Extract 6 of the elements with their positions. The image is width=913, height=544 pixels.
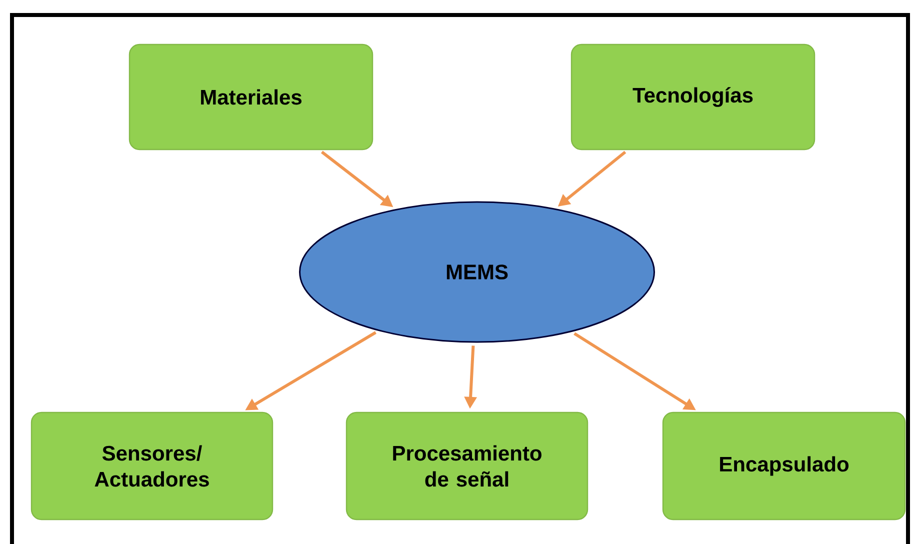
process-box: Procesamiento de señal (346, 412, 588, 520)
process-box: Materiales (128, 44, 374, 150)
process-box: Encapsulado (662, 412, 906, 520)
process-box: Sensores/ Actuadores (30, 412, 274, 520)
process-box: Tecnologías (570, 44, 816, 150)
ellipse-node: MEMS (299, 201, 655, 343)
